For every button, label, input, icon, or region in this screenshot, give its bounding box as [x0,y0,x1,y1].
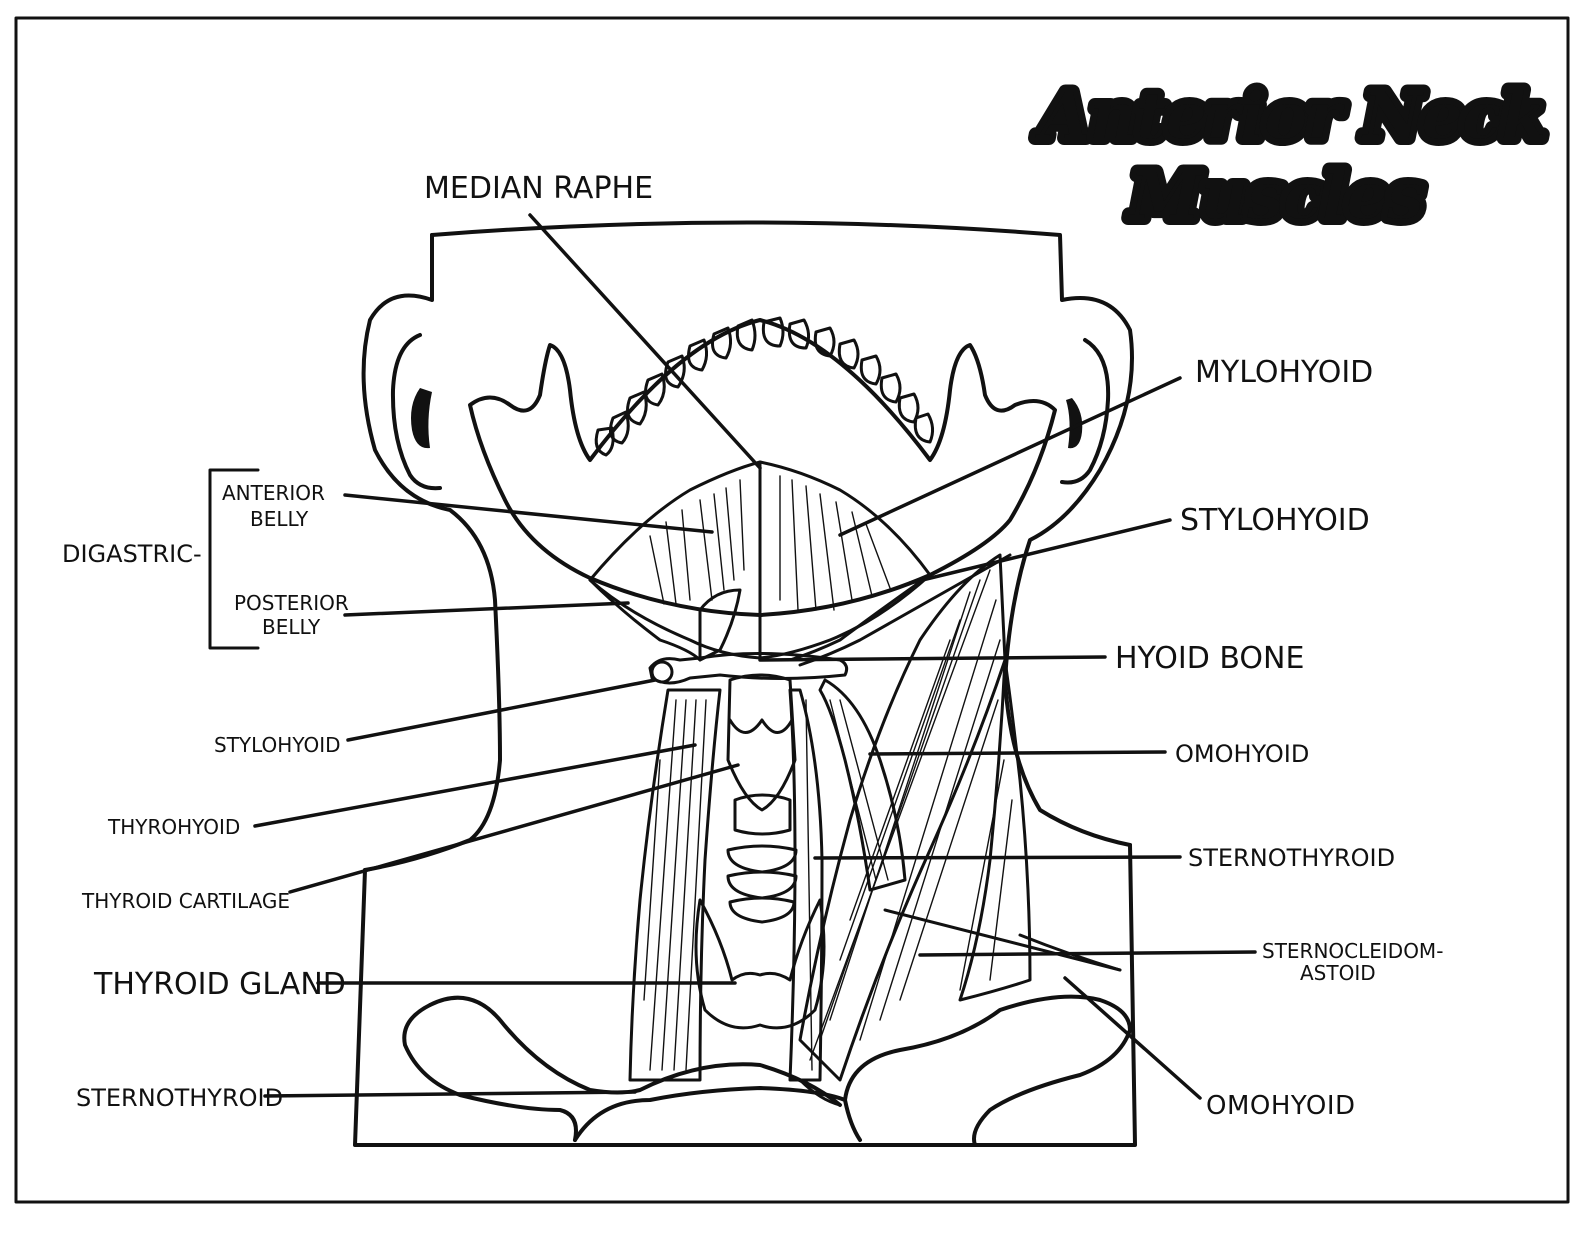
leader-sternocleidomastoid [918,950,1257,957]
leader-thyroid-cartilage [288,763,740,894]
leader-omohyoid-lower [1063,976,1202,1100]
thyroid-gland [694,898,826,1030]
label-omohyoid-right: OMOHYOID [1175,740,1309,768]
left-strap-fibers [643,699,707,1071]
hyoid-bone [648,651,849,685]
thyroid-cartilage [726,673,797,812]
scm-fibers [809,569,1013,1061]
title-line2-outline: Muscles [1128,159,1423,234]
mylohyoid-fibers [649,475,891,611]
right-strap-fibers [805,699,889,1071]
label-stylohyoid-right: STYLOHYOID [1180,503,1370,538]
label-sternocleidomastoid-2: ASTOID [1300,961,1376,985]
labels: MEDIAN RAPHE MYLOHYOID STYLOHYOID HYOID … [62,171,1443,1121]
title-block: Anterior Neck Anterior Neck Muscles Musc… [1028,72,1553,241]
leader-sternothyroid-right [813,855,1182,860]
leader-sternothyroid-left [263,1090,637,1098]
page-border [14,16,1570,1204]
label-thyroid-gland: THYROID GLAND [93,967,346,1002]
leader-stylohyoid-left [346,678,657,742]
label-digastric: DIGASTRIC- [62,540,202,568]
sternocleidomastoid [798,553,1007,1082]
label-anterior-belly-2: BELLY [250,507,309,531]
label-anterior-belly-1: ANTERIOR [222,481,325,505]
manubrium [573,1086,862,1142]
title-line1-outline: Anterior Neck [1035,79,1546,154]
right-sternohyoid [818,678,907,892]
leader-stylohyoid-right [908,518,1172,585]
label-hyoid-bone: HYOID BONE [1115,641,1304,676]
label-posterior-belly-2: BELLY [262,615,321,639]
right-stylohyoid [788,573,932,662]
label-thyroid-cartilage: THYROID CARTILAGE [81,889,290,913]
title-line1: Anterior Neck [1035,79,1546,154]
neck-base-box [353,843,1137,1147]
hyoid-greater-horn [650,660,674,684]
label-posterior-belly-1: POSTERIOR [234,591,349,615]
tracheal-rings [726,844,798,924]
left-ear [390,333,442,491]
left-digastric-tendon [698,588,742,662]
right-strap-muscles [788,688,824,1082]
mandible [468,318,1057,617]
cricoid [733,793,792,836]
title-line2: Muscles [1128,159,1423,234]
left-clavicle-lower [402,1003,578,1142]
leader-lines [208,213,1257,1100]
right-clavicle [843,994,1132,1147]
label-thyrohyoid: THYROHYOID [107,815,240,839]
right-ear-canal [1066,398,1083,449]
leader-thyrohyoid [253,743,697,828]
leader-median-raphe [528,213,762,470]
leader-anterior-belly [343,493,714,534]
leader-mylohyoid [838,376,1182,537]
lower-teeth [594,316,935,457]
leader-posterior-belly [343,601,630,617]
label-stylohyoid-left: STYLOHYOID [214,733,341,757]
left-ear-canal [411,388,432,449]
leader-hyoid-bone [758,655,1107,662]
anatomy-drawing [353,220,1137,1147]
label-sternocleidomastoid-1: STERNOCLEIDOM- [1262,939,1443,963]
right-ear [1060,338,1111,485]
thyroid-notch [728,718,794,734]
label-sternothyroid-left: STERNOTHYROID [76,1084,283,1112]
mylohyoid-muscle [588,460,932,660]
label-median-raphe: MEDIAN RAPHE [424,171,653,206]
label-sternothyroid-right: STERNOTHYROID [1188,844,1395,872]
left-strap-muscles [628,688,722,1082]
sternal-notch [798,1078,842,1107]
label-mylohyoid: MYLOHYOID [1195,355,1373,390]
head-outline-left [361,233,502,872]
omohyoid-inferior-belly [883,908,1122,972]
label-omohyoid-lower: OMOHYOID [1206,1091,1356,1121]
leader-omohyoid-right [868,750,1167,756]
left-posterior-belly [588,578,702,662]
digastric-bracket [208,468,260,650]
